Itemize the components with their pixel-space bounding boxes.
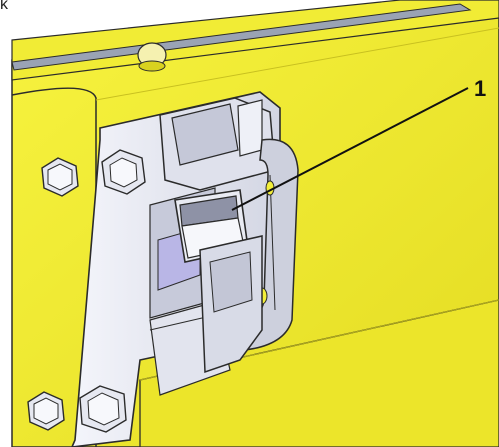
callout-leader-line	[231, 87, 469, 211]
hex-bolt-upper-right	[101, 149, 146, 195]
callout-number: 1	[474, 76, 486, 101]
corner-text-fragment: k	[0, 0, 8, 13]
hex-bolt-lower-right	[79, 385, 127, 433]
callout-1: 1	[231, 76, 486, 211]
hex-bolt-lower-left	[27, 391, 65, 431]
latch-mechanism	[159, 97, 299, 374]
hex-bolt-upper-left	[41, 157, 79, 197]
